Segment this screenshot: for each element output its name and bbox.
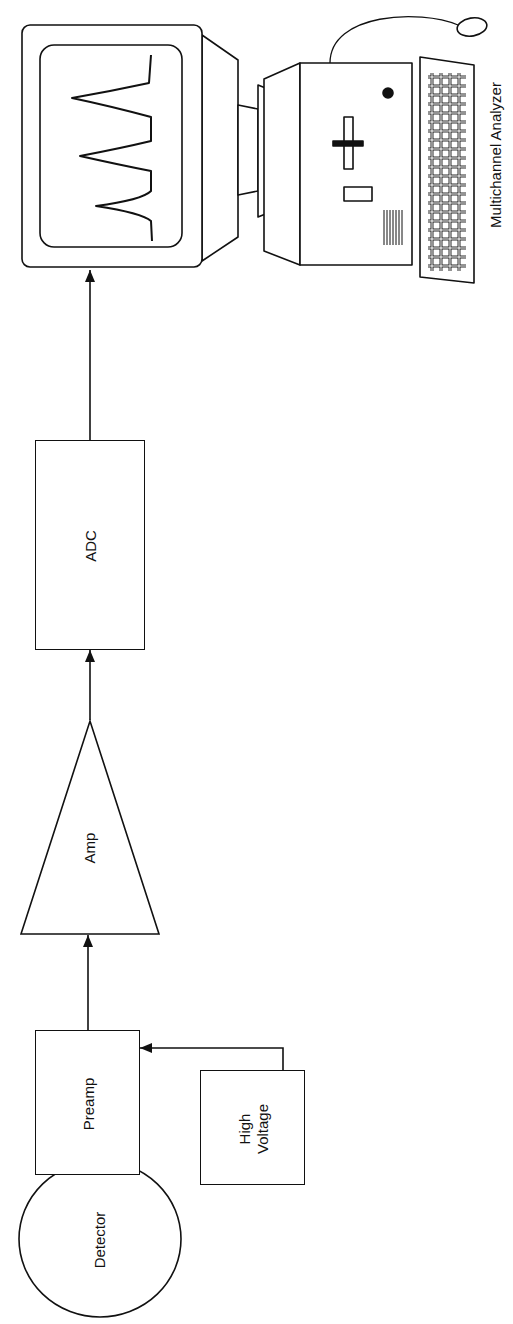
drive-slot xyxy=(344,187,372,201)
key-grid xyxy=(428,73,466,271)
mouse xyxy=(456,16,489,39)
monitor-bezel xyxy=(22,25,202,267)
node-label: High Voltage xyxy=(236,1103,272,1153)
vent-line xyxy=(393,210,394,245)
computer-node: Multichannel Analyzer xyxy=(0,5,513,270)
vent-line xyxy=(399,210,400,245)
caption-label: Multichannel Analyzer xyxy=(487,82,505,228)
monitor-screen xyxy=(40,45,182,247)
node-label: Detector xyxy=(91,1212,109,1269)
process-box: High Voltage xyxy=(200,1070,305,1185)
node-label: ADC xyxy=(82,530,100,562)
node-outline xyxy=(20,720,160,935)
detector-circle: Detector xyxy=(18,1160,182,1318)
spectrum-trace xyxy=(72,55,152,241)
vent-line xyxy=(387,210,388,245)
monitor-neck xyxy=(238,105,258,195)
signal-arrow xyxy=(89,270,91,440)
process-box: ADC xyxy=(35,440,145,650)
vent-line xyxy=(384,210,385,245)
vent-line xyxy=(402,210,403,245)
computer-detail xyxy=(22,16,488,283)
drive-button xyxy=(333,141,363,146)
amplifier-outline xyxy=(21,721,159,934)
process-box: Preamp xyxy=(35,1030,140,1175)
vent-line xyxy=(390,210,391,245)
signal-arrow xyxy=(140,1048,283,1070)
computer-illustration xyxy=(0,5,513,270)
signal-arrow xyxy=(89,650,91,720)
amplifier-triangle: Amp xyxy=(20,720,160,935)
signal-arrow xyxy=(87,935,89,1030)
unit-side xyxy=(264,63,300,265)
mouse-cable xyxy=(330,17,458,63)
vent-lines xyxy=(384,210,402,245)
power-light xyxy=(383,88,393,98)
node-label: Preamp xyxy=(80,1077,98,1130)
vent-line xyxy=(396,210,397,245)
unit-front xyxy=(300,63,412,265)
detector-outline xyxy=(19,1161,181,1317)
node-label: Amp xyxy=(81,833,99,864)
keyboard-body xyxy=(420,57,474,283)
monitor-housing xyxy=(202,35,238,261)
